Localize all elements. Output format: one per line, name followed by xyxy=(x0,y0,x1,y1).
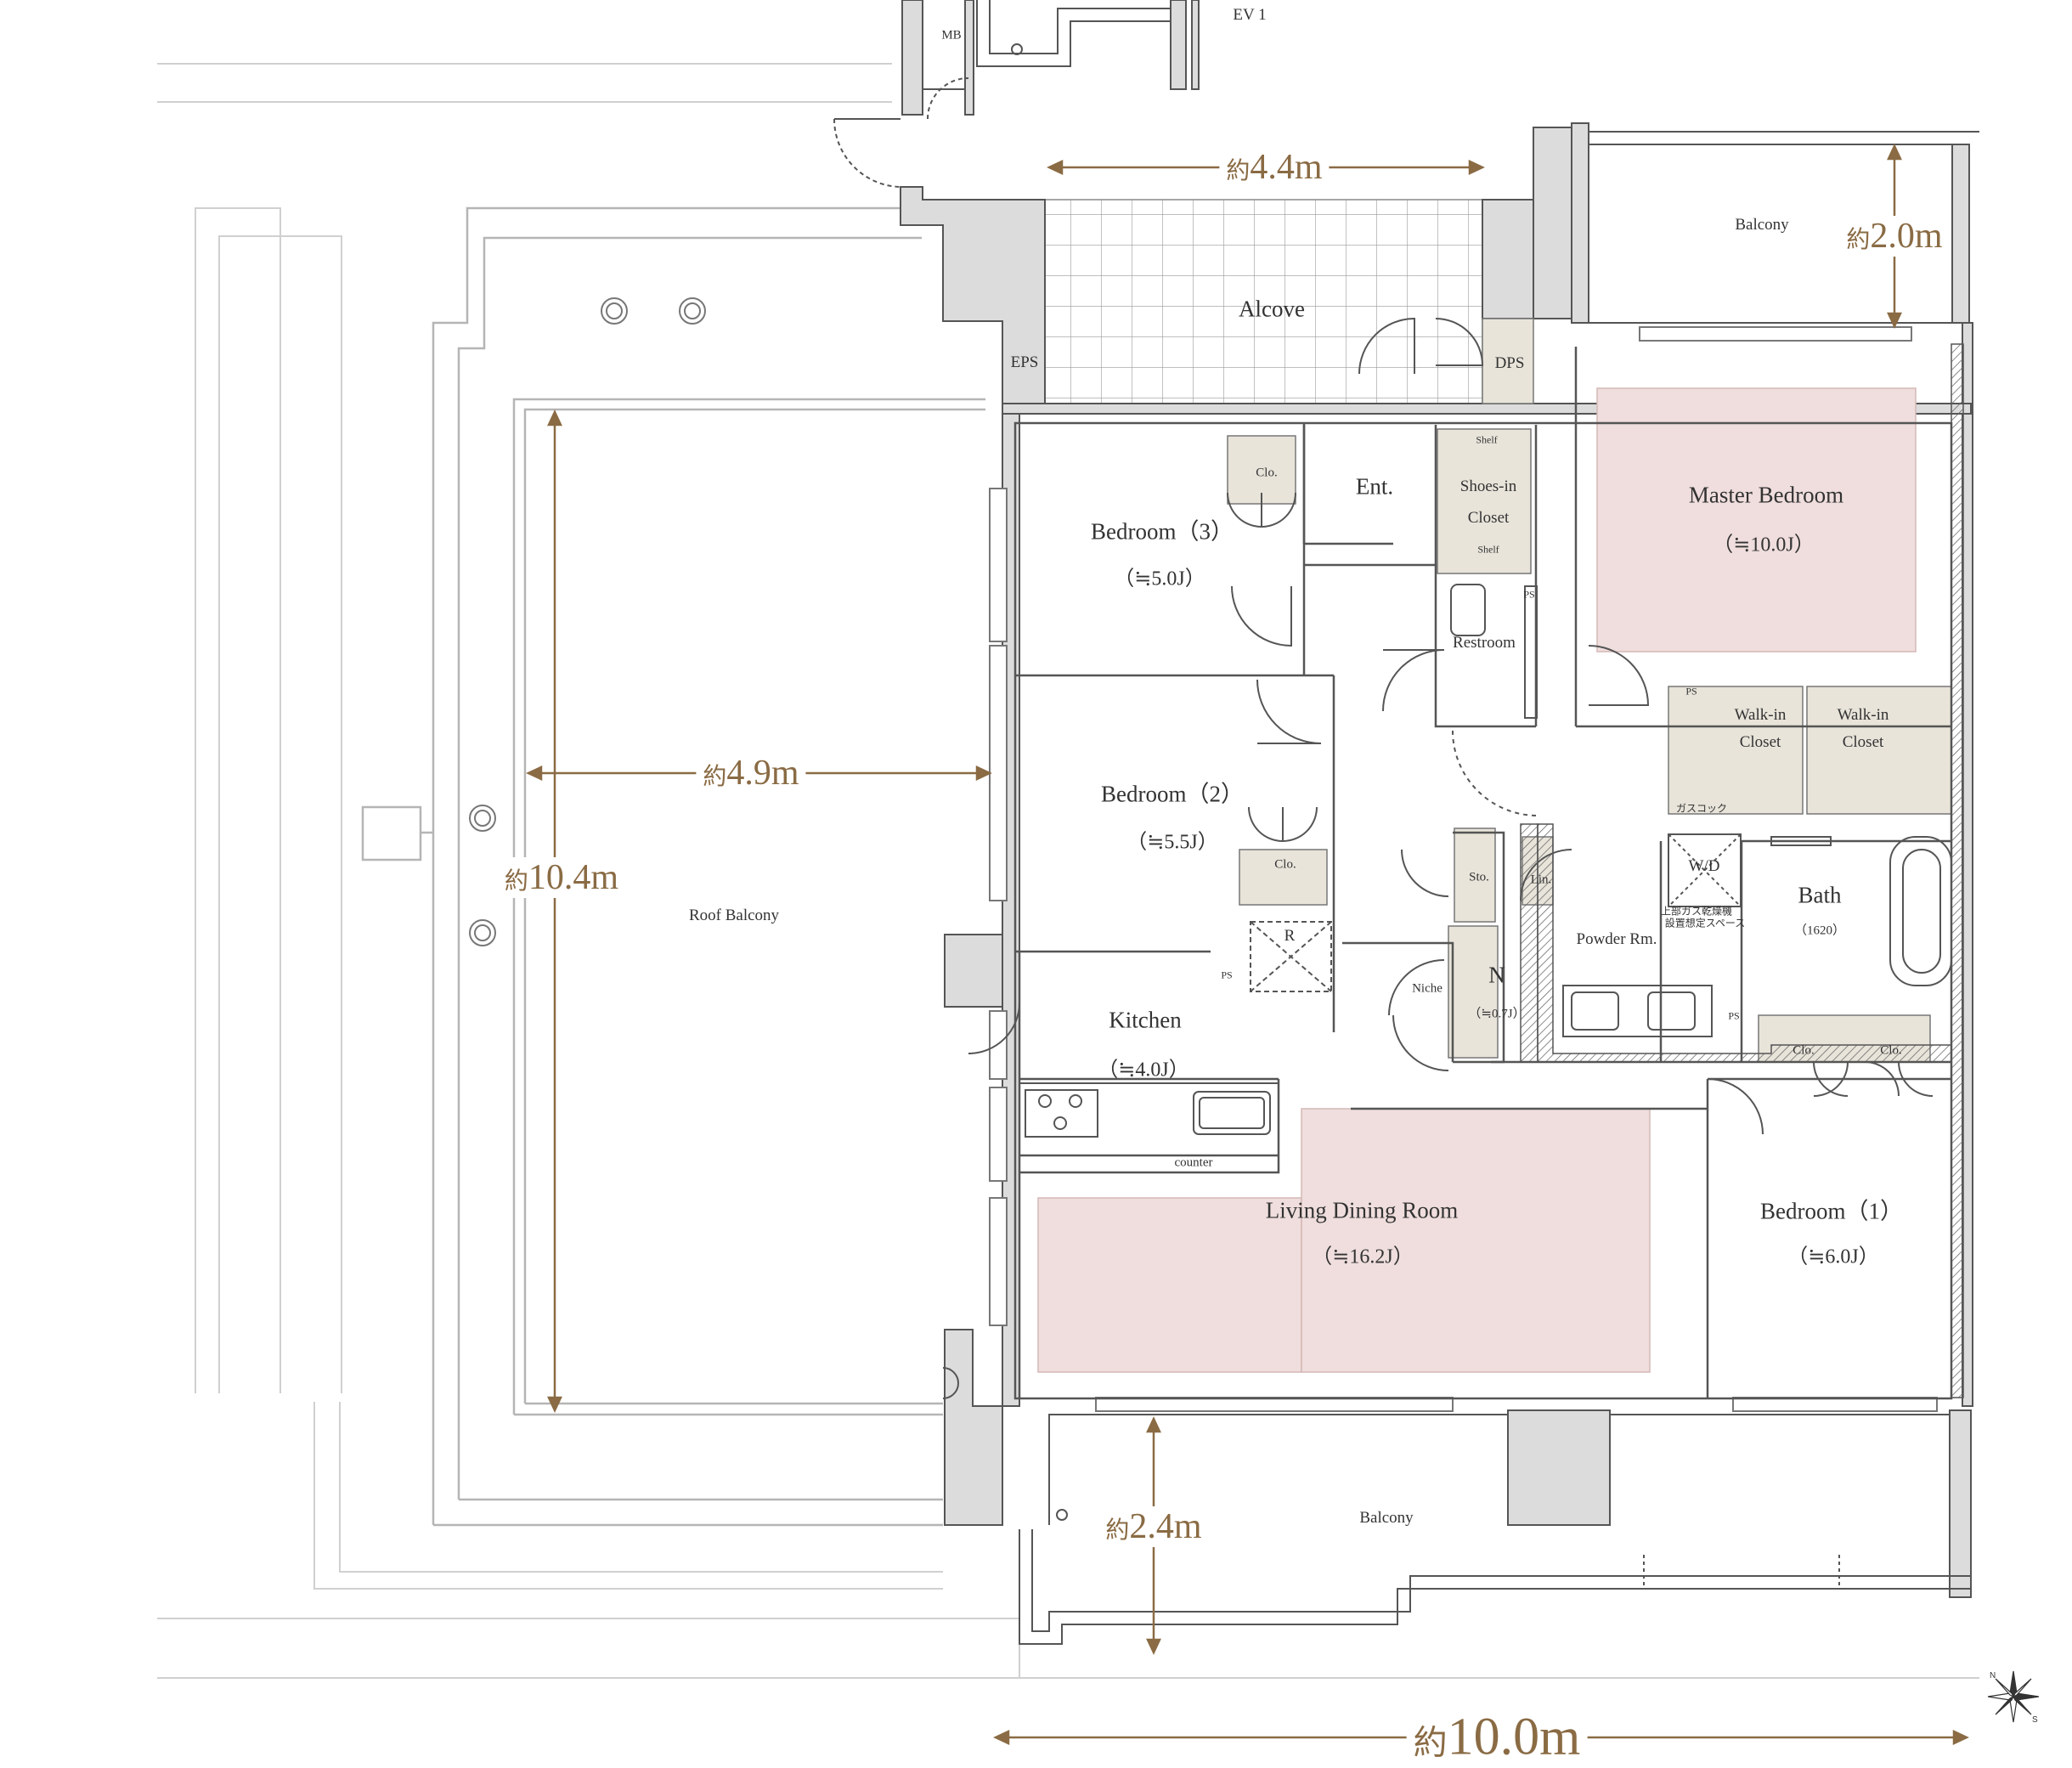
dim-roof-width: 約4.9m xyxy=(696,753,806,794)
wic2-label-2: Closet xyxy=(1842,733,1884,751)
bedroom3-area: （≒5.0J） xyxy=(1114,568,1205,590)
dim-value: 2.4m xyxy=(1129,1507,1202,1546)
alcove-label: Alcove xyxy=(1239,296,1305,322)
balcony-bottom-label: Balcony xyxy=(1359,1509,1414,1527)
balcony-top xyxy=(1571,122,1979,324)
clo-bed1-a-label: Clo. xyxy=(1793,1043,1815,1058)
entrance-label: Ent. xyxy=(1355,473,1394,500)
master-bedroom-label: Master Bedroom xyxy=(1688,482,1844,508)
dim-prefix: 約 xyxy=(1105,1517,1130,1544)
fixtures xyxy=(942,584,1952,1399)
shelf-top-label: Shelf xyxy=(1476,433,1498,446)
nook-area: （≒0.7J） xyxy=(1468,1007,1526,1021)
kitchen-label: Kitchen xyxy=(1109,1007,1182,1033)
roof-balcony-label: Roof Balcony xyxy=(688,907,780,924)
dps-label: DPS xyxy=(1494,354,1525,372)
roof-balcony-outline xyxy=(361,200,985,1527)
dryer-note-2: 設置想定スペース xyxy=(1664,917,1746,929)
dim-prefix: 約 xyxy=(504,868,528,895)
ps-bath-label: PS xyxy=(1728,1009,1740,1022)
dim-prefix: 約 xyxy=(703,764,727,790)
dim-value: 10.4m xyxy=(528,858,619,897)
shaft-hatch xyxy=(1520,343,1964,1398)
ev-label: EV 1 xyxy=(1233,6,1267,24)
outer-terrace-lines xyxy=(157,63,1979,1679)
bedroom1-label: Bedroom（1） xyxy=(1760,1198,1903,1224)
dim-value: 4.4m xyxy=(1250,148,1323,187)
eps-label: EPS xyxy=(1010,353,1039,371)
niche-label: Niche xyxy=(1412,981,1442,996)
storage-fills xyxy=(1227,318,1952,1063)
drain-circles xyxy=(469,297,706,946)
nook-label: N xyxy=(1488,962,1505,988)
shoes-closet-label: Shoes-in xyxy=(1459,477,1517,495)
gas-cock-label: ガスコック xyxy=(1675,802,1728,815)
wic1-label-2: Closet xyxy=(1739,733,1781,751)
ldr-label: Living Dining Room xyxy=(1265,1197,1459,1223)
balcony-bottom xyxy=(1019,1414,1971,1645)
compass-south: S xyxy=(2032,1715,2038,1725)
alcove-floor xyxy=(1044,199,1483,404)
kitchen-area: （≒4.0J） xyxy=(1098,1059,1189,1082)
dim-value: 4.9m xyxy=(726,754,799,793)
ps-restroom-label: PS xyxy=(1523,588,1535,601)
clo-bed1-b-label: Clo. xyxy=(1880,1043,1902,1058)
dim-value: 10.0m xyxy=(1447,1708,1581,1766)
clo-bed3-label: Clo. xyxy=(1256,466,1278,480)
dim-prefix: 約 xyxy=(1846,227,1871,253)
mb-label: MB xyxy=(941,28,962,42)
room-highlights xyxy=(1037,387,1917,1373)
balcony-top-label: Balcony xyxy=(1735,216,1789,234)
wic1-label: Walk-in xyxy=(1734,706,1787,724)
ps-wic-label: PS xyxy=(1685,685,1697,698)
dim-alcove-width: 約4.4m xyxy=(1219,147,1330,188)
bath-label: Bath xyxy=(1798,882,1842,908)
ldr-area: （≒16.2J） xyxy=(1312,1246,1414,1268)
dim-total-width: 約10.0m xyxy=(1406,1707,1588,1768)
dim-roof-depth: 約10.4m xyxy=(497,857,626,898)
mb-ev-area xyxy=(833,0,1200,188)
dryer-note-1: 上部ガス乾燥機 xyxy=(1660,905,1733,918)
linen-label: Lin. xyxy=(1530,873,1552,887)
ps-kitchen-label: PS xyxy=(1221,969,1233,981)
compass-icon: N S xyxy=(1987,1670,2040,1725)
storage-label: Sto. xyxy=(1469,870,1489,884)
dim-value: 2.0m xyxy=(1870,217,1943,256)
dim-balcony-top-depth: 約2.0m xyxy=(1839,216,1950,257)
dim-prefix: 約 xyxy=(1413,1723,1448,1762)
bedroom2-area: （≒5.5J） xyxy=(1126,831,1218,854)
shoes-closet-label-2: Closet xyxy=(1467,509,1510,527)
bedroom3-label: Bedroom（3） xyxy=(1091,518,1234,545)
bedroom2-label: Bedroom（2） xyxy=(1101,781,1244,807)
powder-room-label: Powder Rm. xyxy=(1576,930,1657,948)
bath-size-label: （1620） xyxy=(1793,924,1846,938)
clo-bed2-label: Clo. xyxy=(1274,857,1296,872)
dim-prefix: 約 xyxy=(1226,158,1251,184)
window-marks xyxy=(989,326,1938,1412)
wic2-label: Walk-in xyxy=(1837,706,1889,724)
door-swings xyxy=(968,317,1934,1135)
fridge-label: R xyxy=(1284,927,1296,945)
bedroom1-area: （≒6.0J） xyxy=(1787,1246,1879,1268)
shelf-bottom-label: Shelf xyxy=(1477,543,1499,556)
master-bedroom-area: （≒10.0J） xyxy=(1713,534,1815,556)
compass-north: N xyxy=(1990,1671,1996,1680)
wd-label: W/D xyxy=(1688,857,1720,875)
dim-balcony-bottom-depth: 約2.4m xyxy=(1098,1506,1209,1547)
restroom-label: Restroom xyxy=(1453,634,1516,652)
counter-label: counter xyxy=(1174,1155,1213,1170)
